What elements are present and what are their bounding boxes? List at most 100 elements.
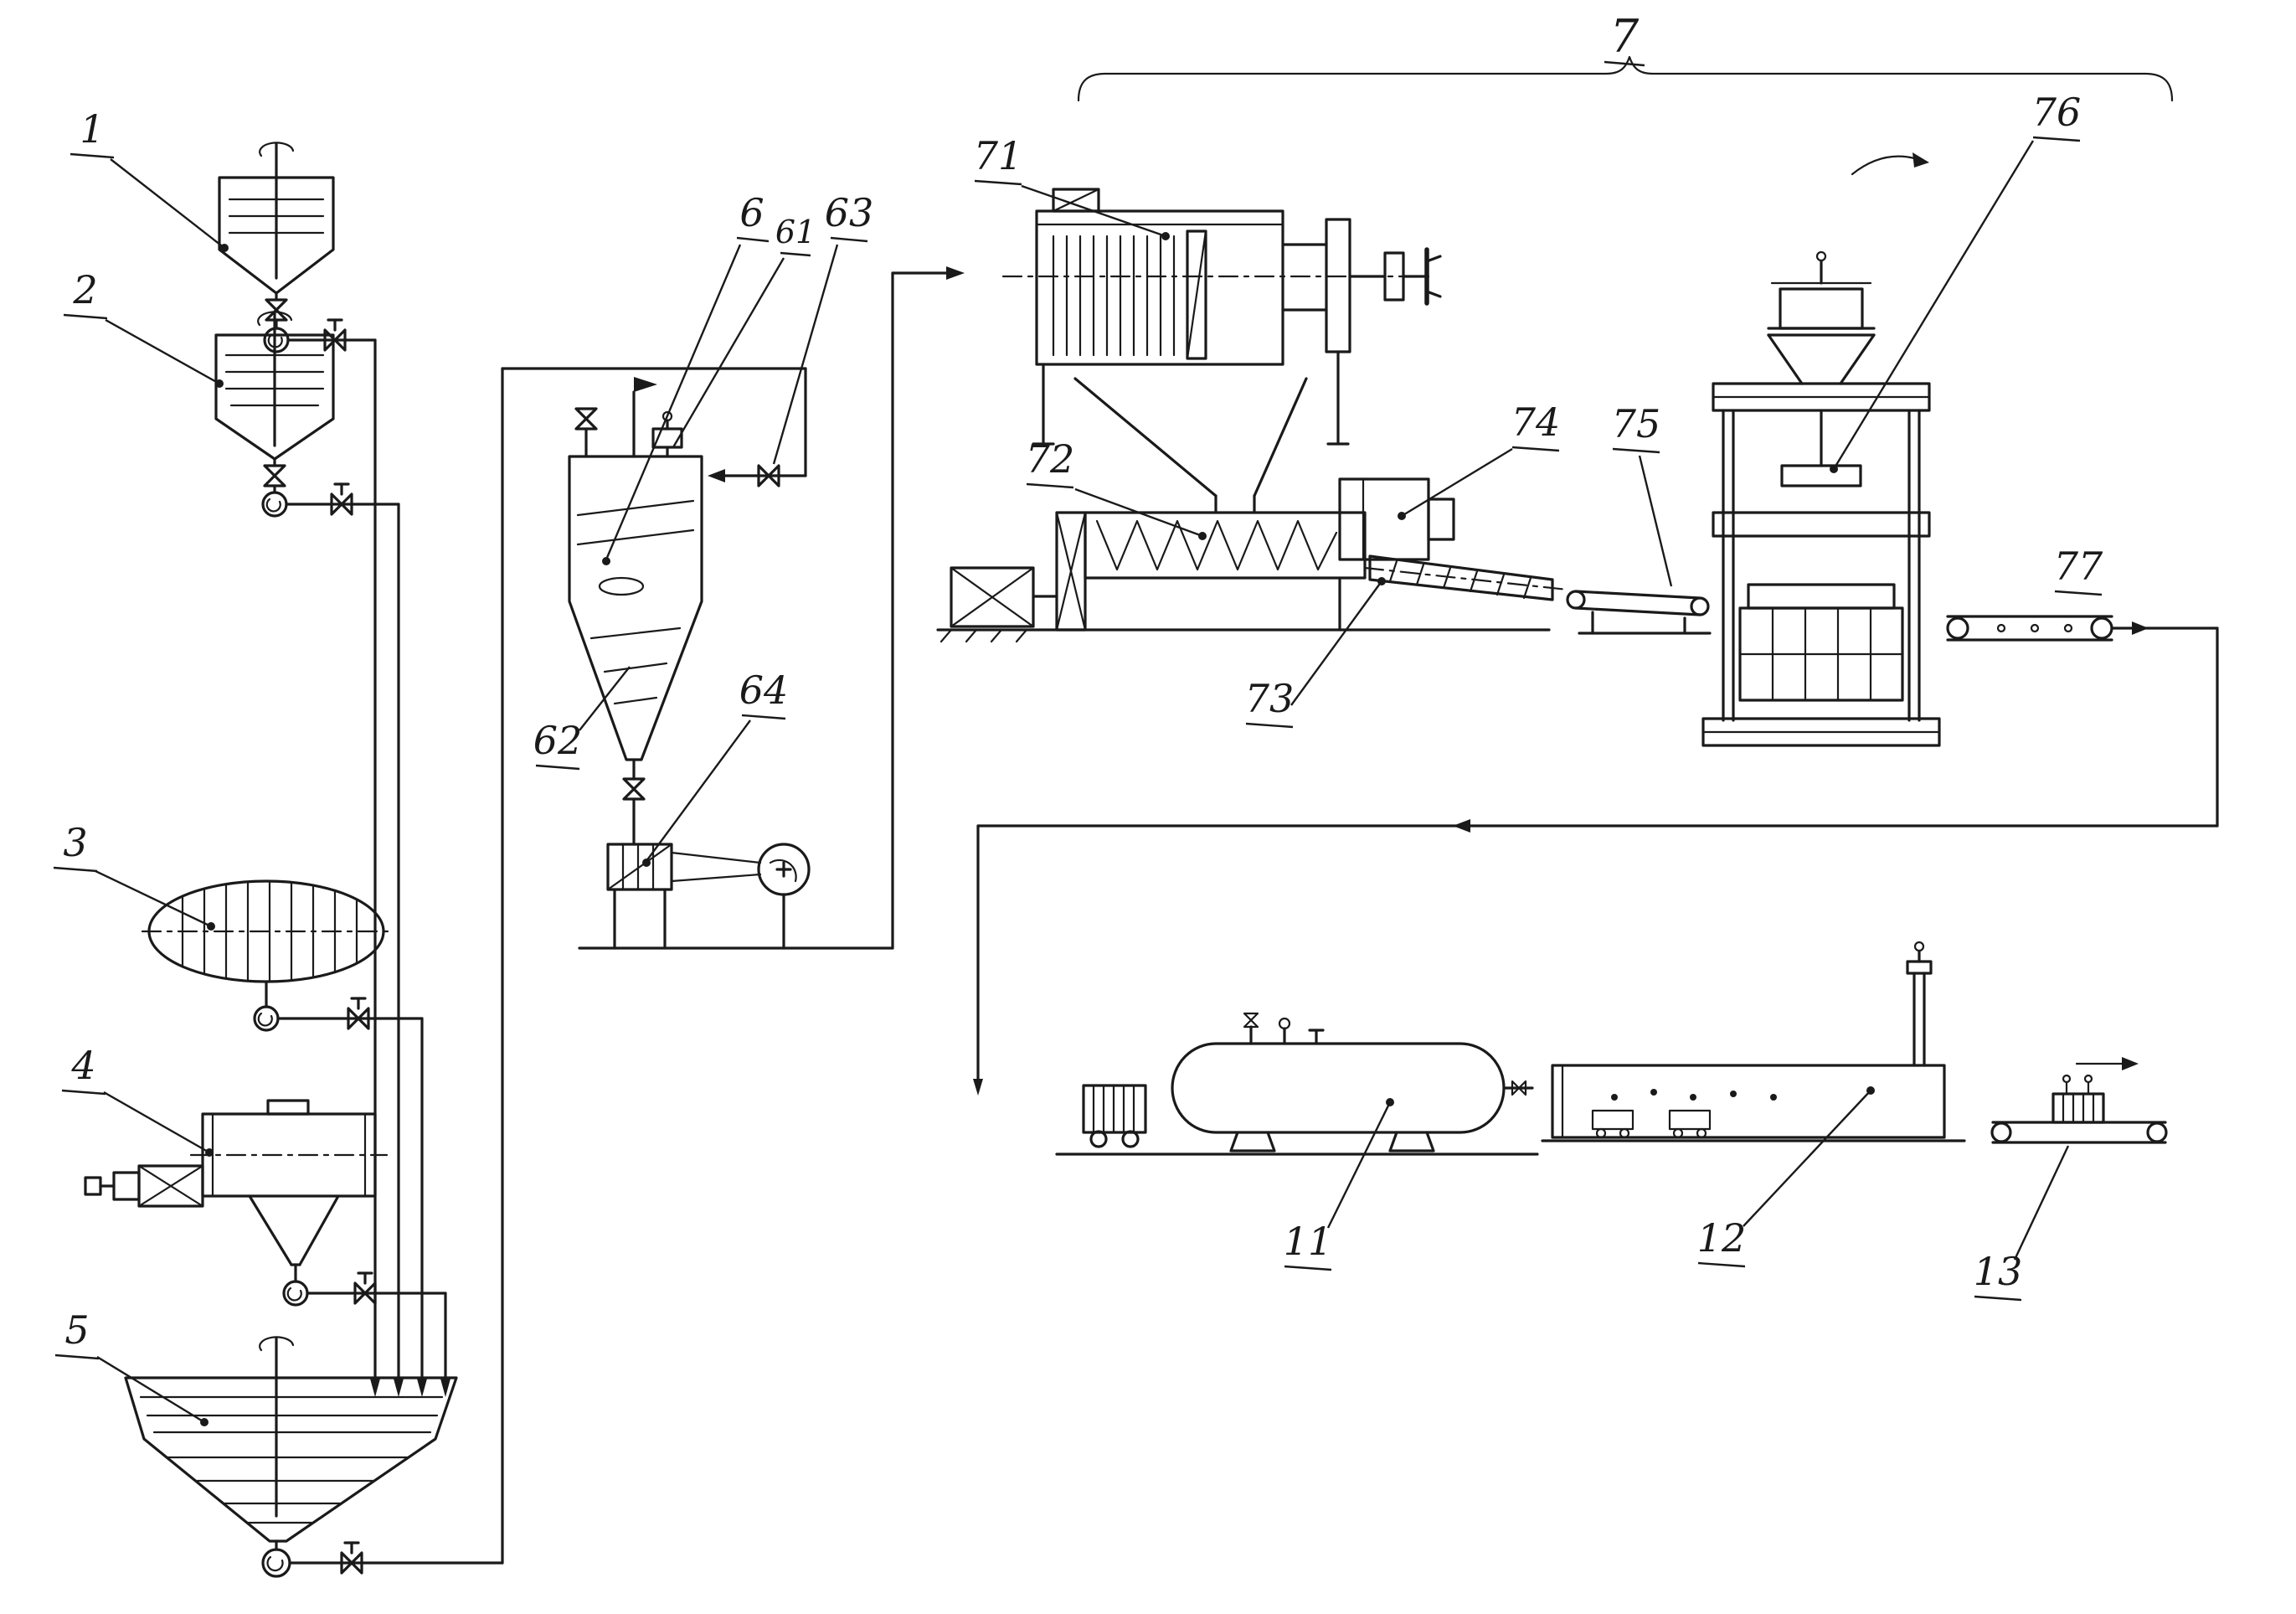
- valve-icon: [265, 298, 288, 322]
- saddle-icon: [1229, 1131, 1276, 1152]
- valve-icon: [574, 407, 598, 431]
- label-73: 73: [1245, 577, 1386, 729]
- cylinder-icon: [1779, 287, 1864, 330]
- stirrer-swirl-icon: [259, 142, 295, 157]
- leader-line: [95, 869, 212, 928]
- roller-icon: [1946, 616, 1969, 640]
- svg-text:5: 5: [64, 1307, 89, 1353]
- label-72: 72: [1026, 436, 1207, 540]
- saddle-icon: [1388, 1131, 1435, 1152]
- block-cart-icon: [2051, 1092, 2105, 1124]
- leader-line: [1743, 1090, 1871, 1227]
- leader-line: [1832, 140, 2035, 470]
- label-77: 77: [2054, 544, 2103, 596]
- svg-text:11: 11: [1284, 1219, 1333, 1264]
- label-63: 63: [772, 190, 874, 465]
- label-61: 61: [672, 214, 816, 448]
- vent-flag-icon: [634, 377, 657, 392]
- filter-press-71: [1001, 188, 1442, 514]
- cart-icon: [1668, 1109, 1712, 1131]
- label-2: 2: [63, 267, 224, 388]
- brace-7: [1077, 55, 2174, 102]
- svg-text:2: 2: [72, 267, 97, 312]
- svg-text:76: 76: [2032, 90, 2082, 135]
- valve-icon: [330, 492, 353, 516]
- pipe-tank5-to-hopper6: [288, 367, 807, 1575]
- svg-text:74: 74: [1511, 400, 1561, 445]
- arrow-left-icon: [1453, 819, 1470, 833]
- leader-line: [2013, 1145, 2070, 1261]
- conveyor-77: [1946, 615, 2113, 642]
- roller-icon: [2146, 1122, 2168, 1143]
- slurry-tank-5: [124, 1336, 458, 1578]
- leader-line: [1638, 455, 1673, 587]
- svg-text:73: 73: [1245, 676, 1295, 721]
- leader-line: [1021, 184, 1166, 238]
- leader-line: [579, 666, 631, 731]
- gauge-icon: [1278, 1017, 1291, 1030]
- belt-drive-icon: [670, 851, 762, 864]
- label-12: 12: [1697, 1086, 1875, 1268]
- svg-text:61: 61: [775, 214, 816, 250]
- screw-icon: [1095, 519, 1338, 571]
- stirrer-swirl-icon: [259, 1336, 295, 1352]
- label-1: 1: [69, 106, 229, 252]
- label-5: 5: [54, 1307, 208, 1426]
- valve-icon: [340, 1551, 363, 1575]
- stirrer-swirl-icon: [257, 311, 293, 327]
- svg-text:13: 13: [1974, 1249, 2023, 1294]
- svg-text:4: 4: [70, 1043, 95, 1088]
- discharge-screw-73: [1363, 554, 1569, 601]
- drum-mixer-3: [141, 879, 394, 1032]
- curing-chamber-12: [1541, 941, 1966, 1142]
- horizontal-mixer-4: [84, 1099, 389, 1307]
- valve-63-icon: [757, 464, 780, 487]
- pipe-tank2-to-tank5: [285, 482, 404, 1397]
- valve-icon: [353, 1281, 377, 1305]
- leader-line: [96, 1355, 205, 1424]
- valve-icon: [1511, 1080, 1527, 1096]
- wheel-icon: [1696, 1127, 1707, 1139]
- screw-extruder-72: [936, 511, 1551, 643]
- arrow-left-icon: [708, 469, 725, 482]
- roller-icon: [1690, 596, 1710, 616]
- wheel-icon: [1619, 1127, 1630, 1139]
- svg-text:77: 77: [2054, 544, 2103, 589]
- leader-line: [646, 719, 751, 862]
- cart-icon: [1591, 1109, 1634, 1131]
- screw-feeder-64: [606, 843, 811, 950]
- svg-text:63: 63: [825, 190, 874, 235]
- block-press-76: [1701, 152, 1941, 747]
- svg-text:7: 7: [1610, 10, 1640, 63]
- pipe-tank1-to-tank5: [286, 318, 380, 1397]
- valve-icon: [347, 1007, 370, 1030]
- arrow-down-icon: [370, 1379, 380, 1397]
- conveyor-75: [1566, 590, 1712, 635]
- autoclave-11: [1055, 1012, 1539, 1156]
- valve-icon: [323, 328, 347, 352]
- leader-line: [105, 318, 220, 385]
- label-75: 75: [1612, 401, 1673, 587]
- ram-icon: [1780, 464, 1862, 487]
- label-4: 4: [61, 1043, 214, 1157]
- leader-line: [1290, 580, 1382, 706]
- label-64: 64: [642, 668, 788, 867]
- discharge-funnel-icon: [1073, 377, 1217, 498]
- platen-icon: [1747, 583, 1896, 610]
- leader-line: [1074, 487, 1203, 538]
- arrow-down-icon: [394, 1379, 404, 1397]
- mixing-hopper-6: [568, 377, 703, 846]
- svg-text:12: 12: [1697, 1215, 1747, 1261]
- pneumatic-pipe-to-filter-press: [578, 266, 965, 950]
- vortex-icon: [598, 576, 645, 596]
- arrow-right-icon: [2132, 621, 2149, 635]
- roller-icon: [1990, 1122, 2012, 1143]
- svg-text:75: 75: [1612, 401, 1661, 446]
- label-74: 74: [1398, 400, 1560, 520]
- label-11: 11: [1284, 1098, 1394, 1271]
- leader-line: [672, 257, 785, 448]
- svg-text:64: 64: [739, 668, 789, 713]
- label-76: 76: [1830, 90, 2081, 473]
